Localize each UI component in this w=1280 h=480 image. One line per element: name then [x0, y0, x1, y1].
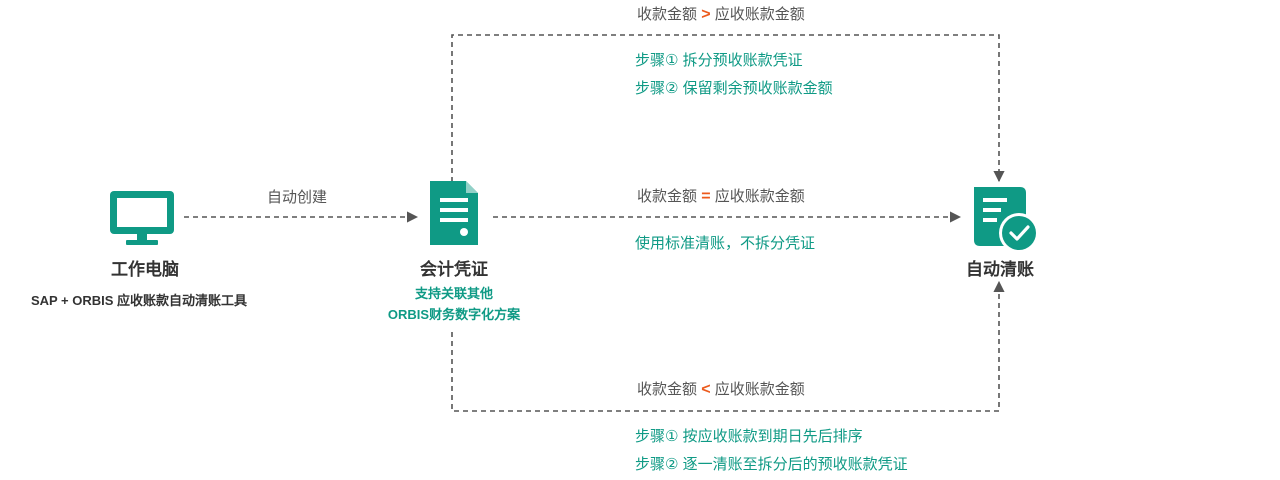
- voucher-subtitle-line2: ORBIS财务数字化方案: [387, 307, 521, 322]
- voucher-subtitle-line1: 支持关联其他: [414, 286, 494, 301]
- top-branch-step1: 步骤① 拆分预收账款凭证: [635, 52, 803, 69]
- top-branch-step2: 步骤② 保留剩余预收账款金额: [635, 80, 833, 97]
- computer-subtitle: SAP + ORBIS 应收账款自动清账工具: [30, 293, 248, 308]
- auto-clear-title: 自动清账: [966, 260, 1034, 279]
- top-branch-left: 收款金额: [637, 6, 698, 23]
- bottom-branch-step1: 步骤① 按应收账款到期日先后排序: [635, 428, 863, 445]
- document-icon: [430, 181, 478, 245]
- top-branch-operator: >: [701, 6, 711, 23]
- auto-create-label: 自动创建: [266, 189, 328, 206]
- middle-branch-left: 收款金额: [637, 188, 698, 205]
- top-branch-connector: [451, 34, 1005, 183]
- voucher-title: 会计凭证: [420, 260, 488, 279]
- middle-branch-note: 使用标准清账，不拆分凭证: [635, 235, 816, 252]
- computer-title: 工作电脑: [111, 260, 179, 279]
- bottom-branch-left: 收款金额: [637, 381, 698, 398]
- bottom-branch-right: 应收账款金额: [714, 381, 805, 398]
- bottom-branch-condition: 收款金额 < 应收账款金额: [637, 382, 805, 398]
- middle-branch-operator: =: [701, 188, 711, 205]
- middle-branch-condition: 收款金额 = 应收账款金额: [637, 189, 805, 205]
- top-branch-right: 应收账款金额: [714, 6, 805, 23]
- middle-branch-right: 应收账款金额: [714, 188, 805, 205]
- bottom-branch-operator: <: [701, 381, 711, 398]
- bottom-branch-step2: 步骤② 逐一清账至拆分后的预收账款凭证: [635, 456, 908, 473]
- monitor-icon: [110, 191, 174, 245]
- document-check-icon: [974, 187, 1039, 253]
- top-branch-condition: 收款金额 > 应收账款金额: [637, 7, 805, 23]
- bottom-branch-connector: [451, 280, 1005, 412]
